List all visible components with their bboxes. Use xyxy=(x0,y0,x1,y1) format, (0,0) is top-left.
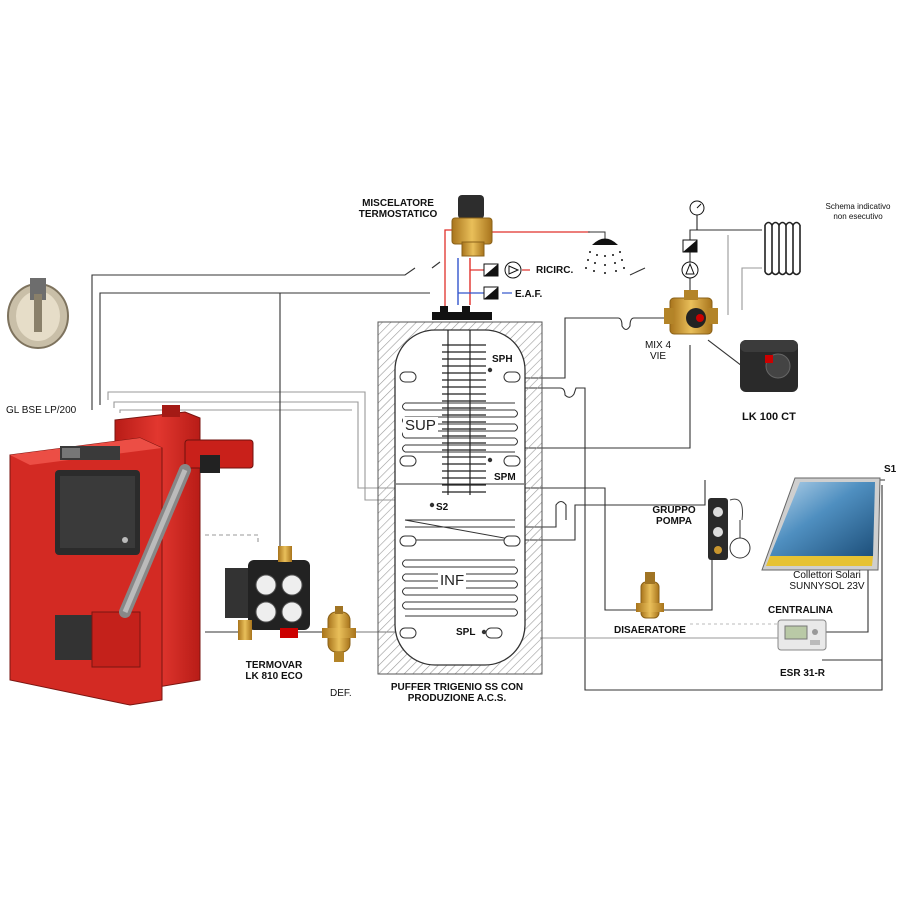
air-separator-icon xyxy=(636,572,664,619)
solar-collectors-label: Collettori Solari SUNNYSOL 23V xyxy=(789,570,865,592)
check-valve-icon xyxy=(682,239,698,253)
probe-sph-label: SPH xyxy=(492,354,513,365)
termovar-label: TERMOVAR LK 810 ECO xyxy=(245,660,303,682)
puffer-label: PUFFER TRIGENIO SS CON PRODUZIONE A.C.S. xyxy=(390,682,524,704)
controller-title-label: CENTRALINA xyxy=(768,605,833,616)
boiler-icon xyxy=(9,405,254,706)
zone-inf-label: INF xyxy=(438,572,467,589)
probe-spl-label: SPL xyxy=(456,627,476,638)
shower-icon xyxy=(585,231,625,274)
pellet-feeder-icon xyxy=(119,439,254,618)
pump-icon xyxy=(504,261,522,279)
damper-icon xyxy=(7,278,69,349)
actuator-icon xyxy=(740,340,798,392)
radiator-icon xyxy=(764,221,801,276)
probe-spm-label: SPM xyxy=(494,472,516,483)
actuator-label: LK 100 CT xyxy=(742,411,796,423)
boiler-label: GL BSE LP/200 xyxy=(6,405,77,416)
disclaimer-note: Schema indicativo non esecutivo xyxy=(825,202,891,221)
recirculation-label: RICIRC. xyxy=(536,265,574,276)
termovar-icon xyxy=(225,546,310,640)
air-separator-label: DISAERATORE xyxy=(614,625,686,636)
thermostatic-mixer-icon xyxy=(451,195,493,257)
four-way-valve-icon xyxy=(664,290,718,335)
probe-s2-label: S2 xyxy=(436,502,449,513)
controller-model-label: ESR 31-R xyxy=(780,668,826,679)
cold-water-label: E.A.F. xyxy=(515,289,543,300)
pump-group-icon xyxy=(708,498,751,560)
controller-icon xyxy=(777,619,827,651)
pump-icon xyxy=(681,261,699,279)
probe-s1-label: S1 xyxy=(884,464,897,475)
thermometer-icon xyxy=(689,200,705,230)
mixer-label: MISCELATORE TERMOSTATICO xyxy=(358,198,438,220)
dirt-separator-label: DEF. xyxy=(330,688,352,699)
solar-collector-icon xyxy=(761,477,881,571)
zone-sup-label: SUP xyxy=(403,417,438,434)
puffer-tank xyxy=(377,306,543,675)
check-valve-icon xyxy=(483,263,499,300)
dirt-separator-icon xyxy=(322,606,356,662)
mix4-label: MIX 4 VIE xyxy=(644,340,672,362)
pump-group-label: GRUPPO POMPA xyxy=(652,505,696,527)
